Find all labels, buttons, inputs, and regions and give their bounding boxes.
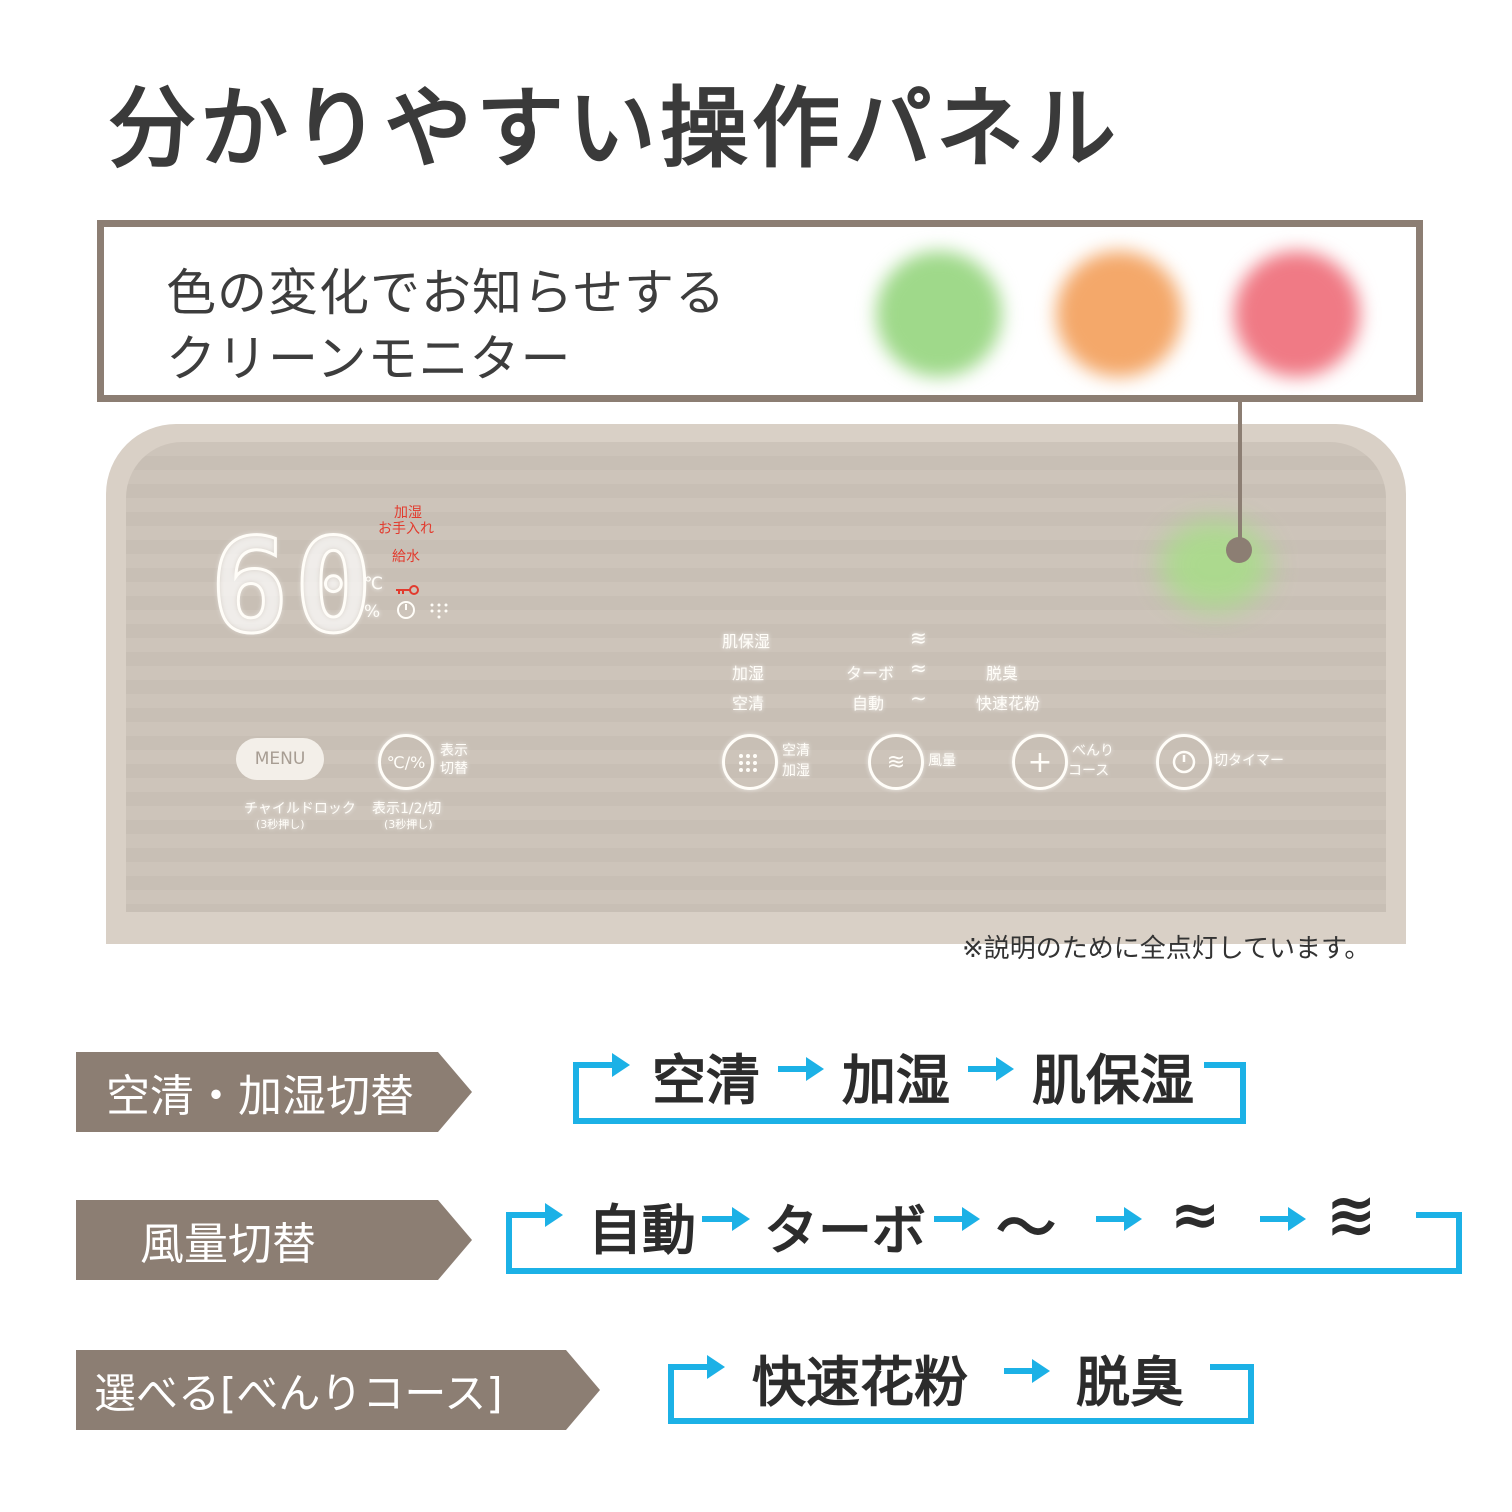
timer-indicator-icon (396, 600, 416, 624)
step-humidify: 加湿 (842, 1049, 950, 1112)
fan-speed-button[interactable]: ≋ (868, 734, 924, 790)
step-turbo: ターボ (764, 1199, 926, 1262)
tag-fan-switch: 風量切替 (76, 1200, 472, 1280)
step-fan-low: 〜 (996, 1194, 1056, 1264)
indicator-pollen: 快速花粉 (976, 694, 1041, 713)
loop-1-arrow-icon (612, 1053, 630, 1077)
all-lit-note: ※説明のために全点灯しています。 (962, 934, 1371, 964)
step-deodorize: 脱臭 (1076, 1351, 1184, 1414)
display-caption: 表示1/2/切 (372, 801, 442, 817)
display-switch-button[interactable]: ℃/% (378, 734, 434, 790)
grid-dots-icon (739, 754, 757, 772)
loop-3-top-left (668, 1364, 708, 1370)
loop-1-top-right (1204, 1062, 1246, 1068)
step-pollen: 快速花粉 (752, 1351, 968, 1414)
indicator-turbo: ターボ (846, 664, 895, 683)
mode-button-label-1: 空清 (782, 743, 810, 759)
plus-icon: + (1027, 744, 1053, 780)
page-title: 分かりやすい操作パネル (108, 77, 1121, 180)
unit-percent: % (364, 602, 381, 622)
timer-button-label: 切タイマー (1214, 753, 1284, 769)
loop-3-left (668, 1364, 674, 1424)
indicator-skin-moist: 肌保湿 (722, 632, 771, 651)
loop-3-right (1248, 1364, 1254, 1424)
key-lock-icon (394, 580, 420, 595)
step-skin-moist: 肌保湿 (1032, 1049, 1194, 1112)
off-timer-button[interactable] (1156, 734, 1212, 790)
loop-3-bottom (668, 1418, 1254, 1424)
arrow-1a-icon (778, 1057, 824, 1081)
tag-course-select: 選べる[べんりコース] (76, 1350, 600, 1430)
callout-line-1: 色の変化でお知らせする (166, 264, 726, 322)
step-fan-high: ≋ (1326, 1180, 1377, 1250)
humidity-display: 60 (209, 509, 379, 664)
fan-mid-icon: ≈ (910, 656, 927, 680)
green-indicator-dot (876, 251, 1002, 377)
arrow-2a-icon (702, 1207, 750, 1231)
status-care: お手入れ (378, 521, 434, 537)
clean-monitor-callout: 色の変化でお知らせする クリーンモニター (97, 220, 1423, 402)
red-indicator-dot (1234, 251, 1360, 377)
course-button-label-2: コース (1068, 763, 1110, 779)
arrow-2d-icon (1260, 1207, 1306, 1231)
fan-low-icon: ∼ (910, 686, 927, 710)
step-auto: 自動 (588, 1199, 696, 1262)
menu-caption-child-lock: チャイルドロック (244, 801, 356, 817)
loop-2-left (506, 1212, 512, 1274)
menu-button[interactable]: MENU (236, 738, 324, 780)
display-caption-hold: (3秒押し) (384, 818, 433, 831)
indicator-auto: 自動 (852, 694, 885, 713)
display-switch-label-1: 表示 (440, 743, 468, 759)
step-air-clean: 空清 (652, 1049, 760, 1112)
loop-1-bottom (573, 1118, 1246, 1124)
step-fan-mid: ≈ (1170, 1180, 1221, 1250)
loop-2-right (1456, 1212, 1462, 1274)
loop-2-top-left (506, 1212, 546, 1218)
loop-3-top-right (1210, 1364, 1254, 1370)
callout-connector-dot (1226, 537, 1252, 563)
arrow-2b-icon (934, 1207, 980, 1231)
loop-1-right (1240, 1062, 1246, 1124)
display-switch-label-2: 切替 (440, 761, 468, 777)
indicator-deodorize: 脱臭 (986, 664, 1019, 683)
arrow-1b-icon (968, 1057, 1014, 1081)
status-water: 給水 (392, 549, 420, 565)
indicator-air-clean: 空清 (732, 694, 765, 713)
loop-1-left (573, 1062, 579, 1124)
fan-high-icon: ≋ (910, 626, 927, 650)
status-humidify: 加湿 (394, 505, 422, 521)
arrow-2c-icon (1096, 1207, 1142, 1231)
mode-switch-button[interactable] (722, 734, 778, 790)
loop-2-arrow-icon (545, 1203, 563, 1227)
loop-3-arrow-icon (707, 1355, 725, 1379)
mode-button-label-2: 加湿 (782, 763, 810, 779)
arrow-3a-icon (1004, 1359, 1050, 1383)
unit-celsius: ℃ (364, 574, 384, 594)
callout-line-2: クリーンモニター (166, 330, 572, 388)
course-button-label-1: べんり (1072, 743, 1114, 759)
orange-indicator-dot (1056, 251, 1182, 377)
indicator-humidify: 加湿 (732, 664, 765, 683)
fan-button-label: 風量 (928, 753, 956, 769)
loop-2-bottom (506, 1268, 1462, 1274)
course-plus-button[interactable]: + (1012, 734, 1068, 790)
tag-mode-switch: 空清・加湿切替 (76, 1052, 472, 1132)
mist-indicator-icon (428, 602, 450, 624)
callout-connector (1238, 395, 1242, 545)
control-panel (126, 442, 1386, 912)
loop-2-top-right (1416, 1212, 1462, 1218)
clean-monitor-light (1160, 520, 1270, 610)
clock-icon (1172, 750, 1196, 774)
loop-1-top-left (573, 1062, 613, 1068)
menu-caption-hold: (3秒押し) (256, 818, 305, 831)
